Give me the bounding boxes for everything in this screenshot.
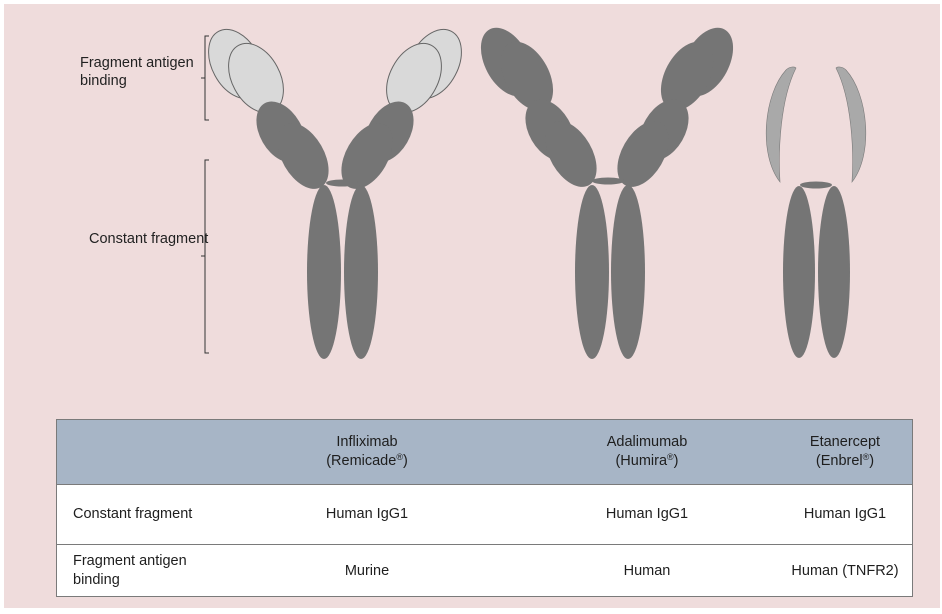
adalimumab-antibody bbox=[470, 19, 744, 359]
row-label: Constant fragment bbox=[73, 484, 273, 544]
adalimumab-fab-right bbox=[607, 19, 744, 196]
etanercept-hinge bbox=[800, 182, 832, 189]
fc-label: Constant fragment bbox=[89, 230, 209, 248]
drug-name: Etanercept bbox=[810, 433, 880, 452]
adalimumab-hinge bbox=[592, 178, 624, 185]
table-cell: Human IgG1 bbox=[267, 484, 467, 544]
table-cell: Murine bbox=[267, 545, 467, 597]
etanercept-fusion-protein bbox=[766, 67, 866, 358]
table-cell: Human IgG1 bbox=[547, 484, 747, 544]
fab-bracket bbox=[201, 36, 209, 120]
comparison-table: Infliximab (Remicade®) Adalimumab (Humir… bbox=[56, 419, 913, 597]
table-cell: Human bbox=[547, 545, 747, 597]
drug-name: Infliximab bbox=[336, 433, 397, 452]
etanercept-fc bbox=[783, 186, 850, 358]
header-infliximab: Infliximab (Remicade®) bbox=[267, 420, 467, 484]
header-etanercept: Etanercept (Enbrel®) bbox=[775, 420, 915, 484]
infliximab-antibody bbox=[197, 20, 472, 359]
table-row: Constant fragment Human IgG1 Human IgG1 … bbox=[57, 484, 912, 545]
brand-name: (Remicade®) bbox=[326, 452, 408, 471]
table-header-row: Infliximab (Remicade®) Adalimumab (Humir… bbox=[57, 420, 912, 485]
brand-name: (Enbrel®) bbox=[816, 452, 874, 471]
infliximab-hinge bbox=[326, 180, 358, 187]
brand-name: (Humira®) bbox=[615, 452, 678, 471]
adalimumab-fc bbox=[575, 185, 645, 359]
fc-bracket bbox=[201, 160, 209, 353]
table-row: Fragment antigen binding Murine Human Hu… bbox=[57, 545, 912, 597]
etanercept-tnfr2-domains bbox=[766, 67, 866, 182]
adalimumab-fab-left bbox=[470, 19, 607, 196]
row-label: Fragment antigen binding bbox=[73, 545, 223, 597]
fab-label: Fragment antigen binding bbox=[80, 54, 200, 90]
table-cell: Human (TNFR2) bbox=[775, 545, 915, 597]
drug-name: Adalimumab bbox=[607, 433, 688, 452]
table-cell: Human IgG1 bbox=[775, 484, 915, 544]
header-adalimumab: Adalimumab (Humira®) bbox=[547, 420, 747, 484]
figure-panel: Fragment antigen binding Constant fragme… bbox=[4, 4, 940, 608]
infliximab-fc bbox=[307, 185, 378, 359]
